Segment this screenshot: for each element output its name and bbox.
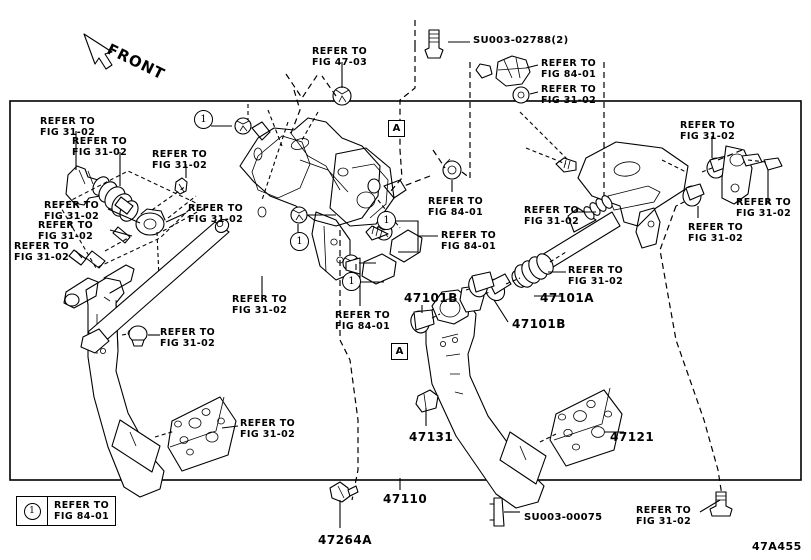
top-right-washer	[512, 86, 530, 104]
right-pin	[763, 157, 783, 171]
refer-label-r20: REFER TO FIG 31-02	[736, 197, 792, 219]
refer-label-r07: REFER TO FIG 31-02	[188, 203, 244, 225]
refer-label-r03: REFER TO FIG 31-02	[152, 149, 208, 171]
callout-marker-4[interactable]: 1	[377, 211, 396, 230]
legend-text: REFER TO FIG 84-01	[54, 500, 110, 522]
clutch-pedal-pad	[167, 396, 237, 472]
refer-label-r14: REFER TO FIG 84-01	[428, 196, 484, 218]
pedal-support-shaft-left	[80, 219, 230, 354]
legend-marker: 1	[23, 502, 41, 520]
refer-label-r22: REFER TO FIG 31-02	[636, 505, 692, 527]
part-number-47101a: 47101A	[540, 291, 595, 305]
part-number-47131: 47131	[409, 430, 454, 444]
part-number-47121: 47121	[610, 430, 655, 444]
part-number-47264a: 47264A	[318, 533, 373, 547]
right-bracket-arm	[721, 145, 763, 205]
part-number-47101b-left: 47101B	[404, 291, 458, 305]
legend-marker-cell: 1	[17, 497, 48, 525]
refer-label-r21: REFER TO FIG 31-02	[688, 222, 744, 244]
stop-lamp-switch-2	[345, 253, 397, 285]
refer-label-r13: REFER TO FIG 31-02	[541, 84, 597, 106]
part-number-47110: 47110	[383, 492, 428, 506]
top-right-connector	[475, 55, 531, 87]
section-marker-a-top: A	[388, 120, 405, 137]
section-marker-a-bottom: A	[391, 343, 408, 360]
bottom-clip-su003-00075	[489, 497, 505, 527]
brake-pedal-pad	[549, 387, 623, 467]
front-arrow-icon	[83, 33, 113, 70]
pivot-bushing	[135, 208, 166, 236]
pedal-pin-clip-47131	[415, 389, 439, 413]
pushrod-assembly-group	[59, 165, 209, 279]
refer-label-r10: REFER TO FIG 31-02	[240, 418, 296, 440]
figure-code: 47A455	[752, 540, 802, 553]
clutch-master-spring	[514, 253, 554, 288]
center-grommet	[442, 158, 462, 180]
refer-label-r09: REFER TO FIG 31-02	[160, 327, 216, 349]
hardware-nut-2	[290, 206, 308, 224]
right-bushing-b	[682, 183, 705, 207]
refer-label-r02: REFER TO FIG 31-02	[72, 136, 128, 158]
stop-lamp-switch-1	[365, 225, 423, 263]
top-nut-47-03	[332, 86, 352, 106]
bellows-boot	[92, 176, 139, 222]
hardware-nut-1	[234, 117, 252, 135]
callout-marker-3[interactable]: 1	[342, 272, 361, 291]
brake-pedal-bushing-right	[468, 271, 495, 298]
refer-label-r18: REFER TO FIG 31-02	[568, 265, 624, 287]
pedal-stopper-bumper	[128, 325, 148, 347]
shaft-spring-clip	[583, 195, 613, 220]
pedal-support-bracket	[239, 117, 407, 281]
pedal-support-bracket-right	[555, 141, 689, 249]
bottom-right-bolt	[709, 491, 733, 517]
refer-label-r15: REFER TO FIG 84-01	[441, 230, 497, 252]
callout-marker-1[interactable]: 1	[194, 110, 213, 129]
su-number-02788: SU003-02788(2)	[473, 35, 569, 46]
refer-label-r12: REFER TO FIG 84-01	[541, 58, 597, 80]
callout-marker-2[interactable]: 1	[290, 232, 309, 251]
su-number-00075: SU003-00075	[524, 512, 603, 523]
refer-label-r08: REFER TO FIG 31-02	[232, 294, 288, 316]
refer-label-r06: REFER TO FIG 31-02	[14, 241, 70, 263]
refer-label-r11: REFER TO FIG 47-03	[312, 46, 368, 68]
refer-label-r01: REFER TO FIG 31-02	[40, 116, 96, 138]
refer-label-r04: REFER TO FIG 31-02	[44, 200, 100, 222]
diagram-frame	[9, 100, 802, 481]
refer-label-r17: REFER TO FIG 31-02	[524, 205, 580, 227]
legend-box: 1 REFER TO FIG 84-01	[16, 496, 117, 526]
refer-label-r16: REFER TO FIG 84-01	[335, 310, 391, 332]
top-bolt-su003-02788	[424, 29, 444, 59]
bottom-pin-47264a	[329, 481, 359, 503]
part-number-47101b-right: 47101B	[512, 317, 566, 331]
refer-label-r05: REFER TO FIG 31-02	[38, 220, 94, 242]
brake-pedal-bushing-left	[410, 309, 435, 334]
refer-label-r19: REFER TO FIG 31-02	[680, 120, 736, 142]
